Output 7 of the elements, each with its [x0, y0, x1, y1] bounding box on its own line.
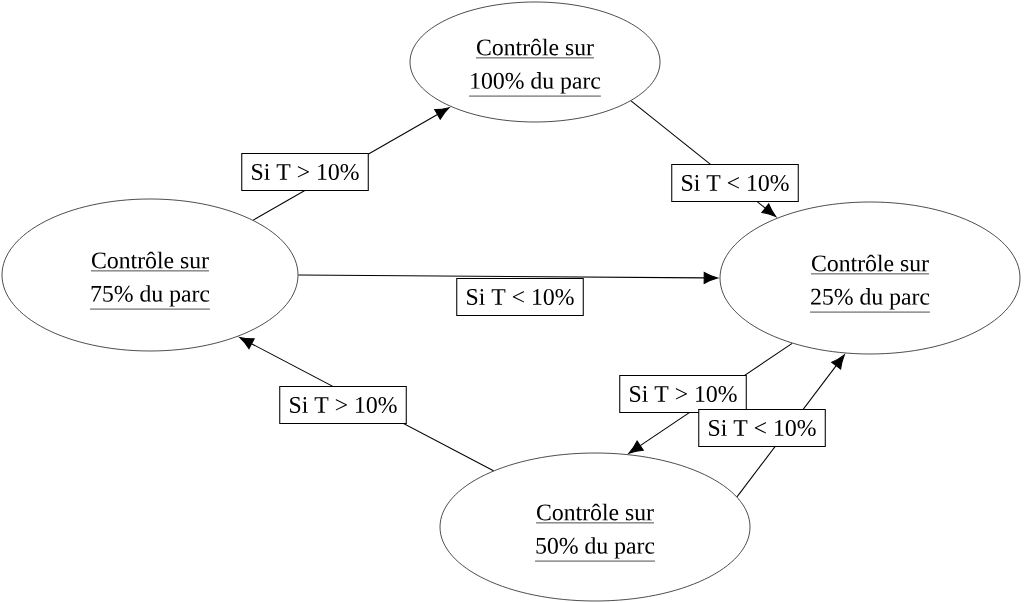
- condition-label: Si T < 10%: [671, 163, 799, 203]
- condition-label: Si T < 10%: [456, 277, 584, 317]
- condition-label: Si T > 10%: [279, 385, 407, 425]
- arrow: [297, 271, 719, 284]
- condition-label: Si T < 10%: [698, 408, 826, 448]
- condition-label: Si T > 10%: [619, 374, 747, 414]
- condition-label: Si T > 10%: [241, 152, 369, 192]
